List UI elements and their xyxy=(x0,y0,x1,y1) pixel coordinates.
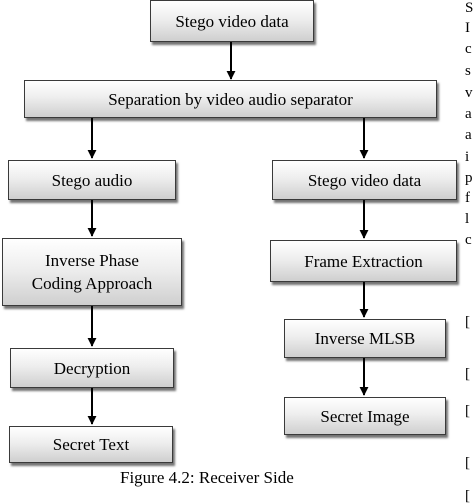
side-char: s xyxy=(465,63,471,79)
decryption-label: Decryption xyxy=(53,358,131,378)
secret-text-box: Secret Text xyxy=(9,426,173,463)
decryption-box: Decryption xyxy=(10,348,174,388)
secret-image-box: Secret Image xyxy=(284,397,446,435)
stego-video-data-right-box: Stego video data xyxy=(272,160,457,200)
figure-caption: Figure 4.2: Receiver Side xyxy=(120,468,294,487)
clipped-body-text: S I c s v a a i p f l c [ [ [ [ [ xyxy=(465,0,474,503)
side-char: [ xyxy=(465,455,470,471)
inverse-phase-coding-box: Inverse Phase Coding Approach xyxy=(2,238,182,306)
inverse-mlsb-box: Inverse MLSB xyxy=(284,319,446,358)
side-char: p xyxy=(465,170,473,186)
frame-extraction-box: Frame Extraction xyxy=(270,240,457,282)
side-char: a xyxy=(465,127,472,143)
side-char: S xyxy=(465,0,474,16)
side-char: [ xyxy=(465,366,470,382)
side-char: [ xyxy=(465,314,470,330)
inverse-phase-line2: Coding Approach xyxy=(31,274,153,293)
secret-text-label: Secret Text xyxy=(52,435,130,454)
inverse-mlsb-label: Inverse MLSB xyxy=(314,329,416,348)
separation-label: Separation by video audio separator xyxy=(108,89,353,109)
side-char: f xyxy=(465,190,470,206)
side-char: c xyxy=(465,41,472,57)
stego-audio-label: Stego audio xyxy=(51,170,133,190)
side-char: c xyxy=(465,232,472,248)
side-char: [ xyxy=(465,403,470,419)
secret-image-label: Secret Image xyxy=(320,406,410,426)
side-char: v xyxy=(465,85,473,101)
side-char: [ xyxy=(465,488,470,503)
stego-video-data-label: Stego video data xyxy=(175,11,289,31)
separation-box: Separation by video audio separator xyxy=(24,80,437,118)
stego-video-data-right-label: Stego video data xyxy=(307,170,422,190)
stego-audio-box: Stego audio xyxy=(8,160,176,200)
side-char: i xyxy=(465,149,470,165)
frame-extraction-label: Frame Extraction xyxy=(304,251,423,271)
stego-video-data-box: Stego video data xyxy=(150,0,314,42)
side-char: l xyxy=(465,211,470,227)
side-char: a xyxy=(465,106,472,122)
inverse-phase-line1: Inverse Phase xyxy=(45,251,139,270)
side-char: I xyxy=(465,20,470,36)
